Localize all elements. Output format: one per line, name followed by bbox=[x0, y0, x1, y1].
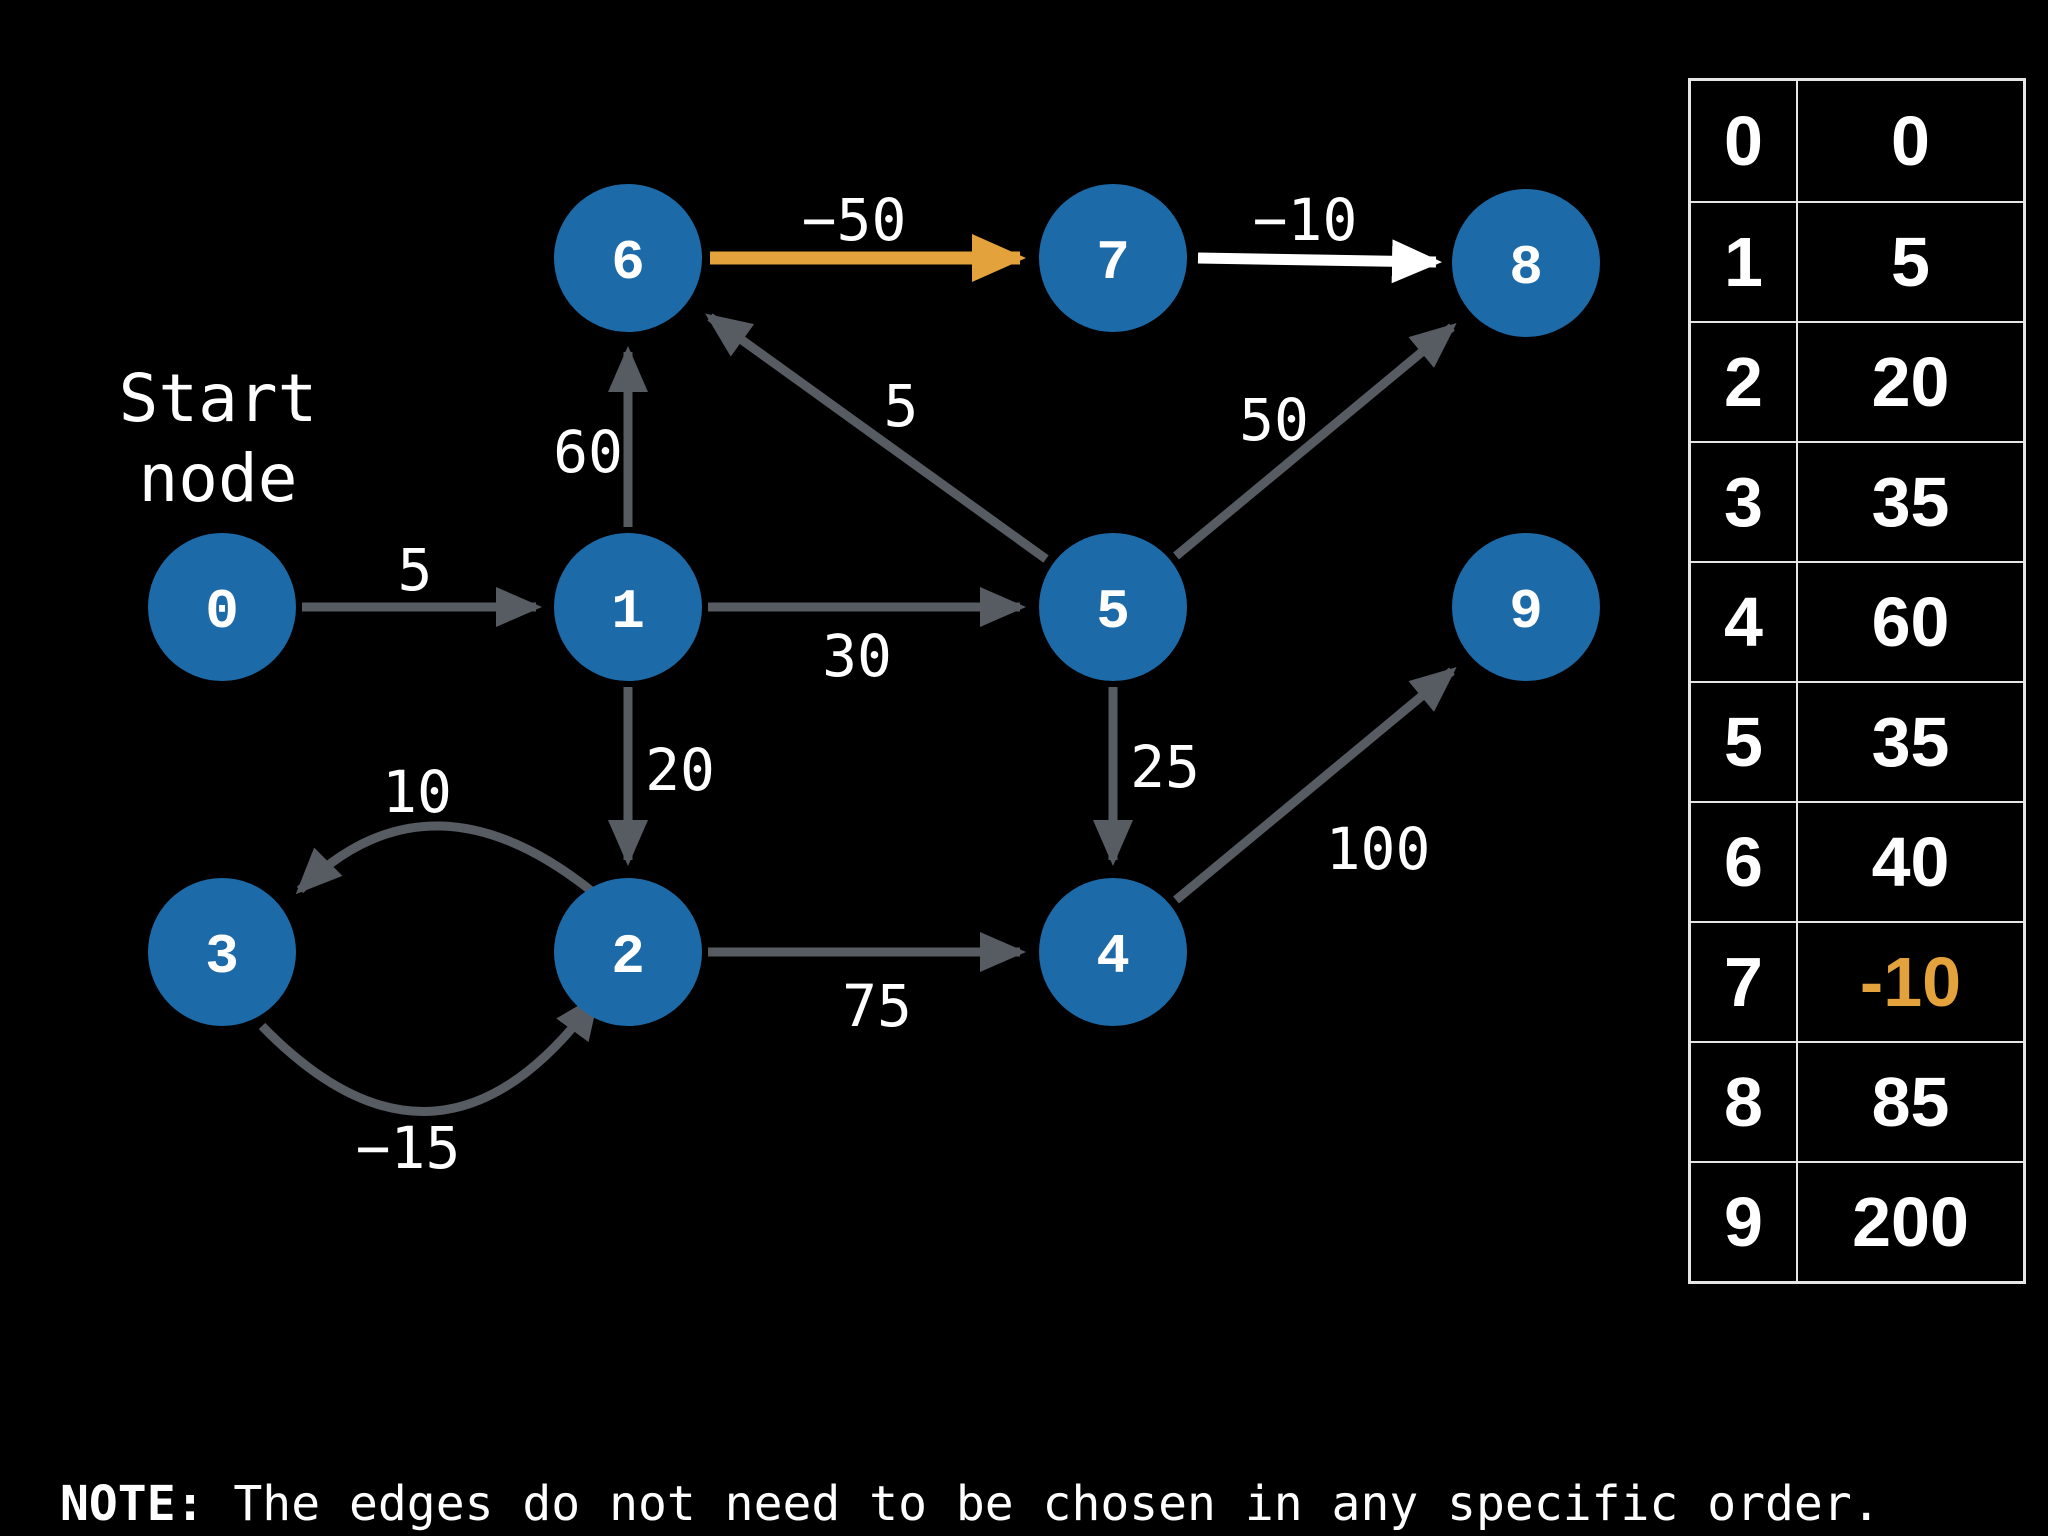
graph-node-7 bbox=[1039, 184, 1187, 332]
edge-5-6-weight-label: 5 bbox=[884, 372, 919, 440]
table-cell-distance-2: 20 bbox=[1796, 321, 2023, 441]
graph-node-1-label: 1 bbox=[611, 580, 645, 644]
table-cell-node-1: 1 bbox=[1691, 201, 1796, 321]
edge-1-2-weight-label: 20 bbox=[645, 736, 715, 804]
edge-5-6 bbox=[705, 313, 1049, 563]
graph-node-2-label: 2 bbox=[611, 925, 645, 989]
edge-1-5-weight-label: 30 bbox=[822, 622, 892, 690]
edge-3-2-weight-label: −15 bbox=[356, 1114, 461, 1182]
table-cell-distance-3: 35 bbox=[1796, 441, 2023, 561]
graph-node-0 bbox=[148, 533, 296, 681]
graph-node-4 bbox=[1039, 878, 1187, 1026]
table-cell-node-3: 3 bbox=[1691, 441, 1796, 561]
edge-2-3 bbox=[295, 821, 603, 902]
graph-node-9-label: 9 bbox=[1509, 580, 1543, 644]
table-cell-distance-0: 0 bbox=[1796, 81, 2023, 201]
edge-1-6-weight-label: 60 bbox=[553, 418, 623, 486]
note-text: NOTE: The edges do not need to be chosen… bbox=[60, 1476, 1881, 1532]
edge-2-4-weight-label: 75 bbox=[842, 972, 912, 1040]
table-cell-distance-1: 5 bbox=[1796, 201, 2023, 321]
graph-node-9 bbox=[1452, 533, 1600, 681]
table-cell-node-2: 2 bbox=[1691, 321, 1796, 441]
table-cell-node-6: 6 bbox=[1691, 801, 1796, 921]
table-cell-distance-4: 60 bbox=[1796, 561, 2023, 681]
graph-node-6-label: 6 bbox=[611, 231, 645, 295]
table-cell-distance-7: -10 bbox=[1796, 921, 2023, 1041]
edge-0-1-weight-label: 5 bbox=[398, 536, 433, 604]
note-body: The edges do not need to be chosen in an… bbox=[204, 1476, 1881, 1532]
graph-node-3-label: 3 bbox=[205, 925, 239, 989]
table-cell-distance-5: 35 bbox=[1796, 681, 2023, 801]
edge-4-9 bbox=[1173, 667, 1457, 904]
graph-node-6 bbox=[554, 184, 702, 332]
table-cell-distance-6: 40 bbox=[1796, 801, 2023, 921]
edge-4-9-weight-label: 100 bbox=[1326, 815, 1431, 883]
table-cell-node-9: 9 bbox=[1691, 1161, 1796, 1281]
edge-5-8-weight-label: 50 bbox=[1239, 386, 1309, 454]
table-cell-node-5: 5 bbox=[1691, 681, 1796, 801]
edge-2-3-weight-label: 10 bbox=[382, 758, 452, 826]
edge-7-8 bbox=[1197, 239, 1442, 284]
graph-node-5-label: 5 bbox=[1096, 580, 1130, 644]
table-cell-node-0: 0 bbox=[1724, 102, 1763, 180]
graph-node-2 bbox=[554, 878, 702, 1026]
edge-5-4-weight-label: 25 bbox=[1130, 733, 1200, 801]
graph-node-0-label: 0 bbox=[205, 580, 239, 644]
graph-node-8 bbox=[1452, 189, 1600, 337]
graph-node-5 bbox=[1039, 533, 1187, 681]
graph-node-1 bbox=[554, 533, 702, 681]
table-cell-node-4: 4 bbox=[1691, 561, 1796, 681]
table-cell-distance-8: 85 bbox=[1796, 1041, 2023, 1161]
note-prefix: NOTE: bbox=[60, 1476, 205, 1532]
graph-node-4-label: 4 bbox=[1096, 925, 1130, 989]
table-cell-node-7: 7 bbox=[1691, 921, 1796, 1041]
edge-5-8 bbox=[1173, 323, 1457, 560]
edge-6-7-weight-label: −50 bbox=[802, 186, 907, 254]
graph-node-8-label: 8 bbox=[1509, 236, 1543, 300]
edge-7-8-weight-label: −10 bbox=[1253, 186, 1358, 254]
edge-3-2 bbox=[258, 993, 600, 1116]
table-cell-node-8: 8 bbox=[1691, 1041, 1796, 1161]
table-cell-distance-9: 200 bbox=[1796, 1161, 2023, 1281]
graph-node-7-label: 7 bbox=[1096, 231, 1130, 295]
graph-node-3 bbox=[148, 878, 296, 1026]
